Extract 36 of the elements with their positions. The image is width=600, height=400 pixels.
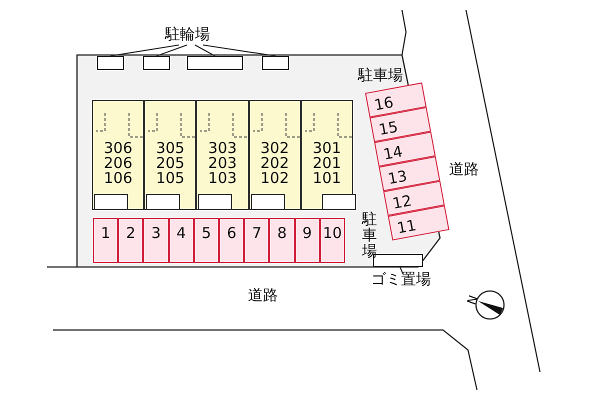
parking-space: 6 xyxy=(219,218,244,263)
parking-space: 5 xyxy=(194,218,219,263)
apartment-unit xyxy=(300,100,353,210)
parking-space: 10 xyxy=(320,218,345,263)
unit-number: 301 201 101 xyxy=(312,141,342,186)
area-label: 駐車場 xyxy=(358,68,403,83)
apartment-unit xyxy=(196,100,249,210)
leader-line xyxy=(194,44,216,56)
leader-line xyxy=(202,44,276,57)
apartment-unit xyxy=(144,100,196,210)
parking-space: 4 xyxy=(168,218,194,263)
bicycle-rack xyxy=(97,56,124,70)
area-label: ゴミ置場 xyxy=(371,272,431,287)
unit-number: 305 205 105 xyxy=(154,141,186,186)
apartment-unit xyxy=(248,100,301,210)
north-label: N xyxy=(465,294,480,306)
leader-line xyxy=(400,266,404,274)
parking-space: 7 xyxy=(244,218,270,263)
parking-space: 3 xyxy=(143,218,169,263)
bicycle-rack xyxy=(143,56,170,70)
leader-line xyxy=(110,44,180,57)
bicycle-rack xyxy=(262,56,289,70)
unit-number: 303 203 103 xyxy=(207,141,238,186)
area-label: 駐輪場 xyxy=(165,27,210,42)
parking-space: 1 xyxy=(93,218,118,263)
road-label: 道路 xyxy=(248,288,278,303)
area-label: 駐車場 xyxy=(362,212,378,260)
apartment-unit xyxy=(92,100,144,210)
parking-space: 8 xyxy=(269,218,295,263)
unit-number: 302 202 102 xyxy=(259,141,290,186)
road-label: 道路 xyxy=(449,162,479,177)
leader-line xyxy=(156,44,188,57)
unit-number: 306 206 106 xyxy=(102,141,134,186)
parking-space: 2 xyxy=(118,218,144,263)
parking-space: 9 xyxy=(294,218,320,263)
bicycle-rack xyxy=(187,56,243,70)
